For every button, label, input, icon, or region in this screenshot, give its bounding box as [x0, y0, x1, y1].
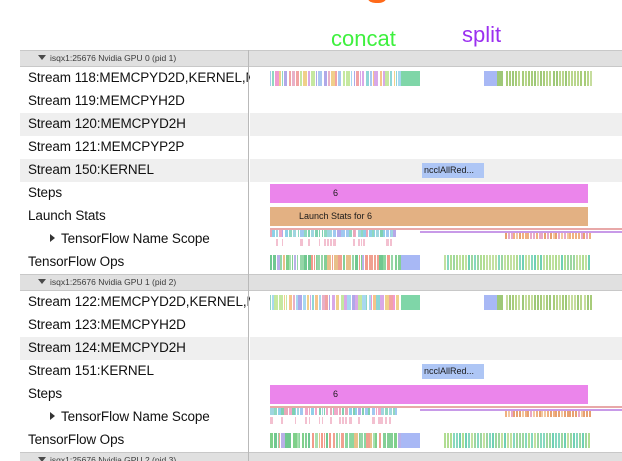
row-label-background	[20, 429, 248, 452]
expand-caret-icon[interactable]	[50, 234, 55, 242]
row-label: Launch Stats	[28, 208, 106, 223]
row-label-background	[20, 182, 248, 205]
row-label-background	[20, 113, 248, 136]
panel-divider	[248, 50, 249, 461]
group-header[interactable]: isqx1:25676 Nvidia GPU 1 (pid 2)	[20, 274, 622, 291]
expand-caret-icon[interactable]	[50, 412, 55, 420]
row-track[interactable]: ncclAllRed...	[250, 360, 622, 383]
row-label-background	[20, 67, 248, 90]
group-header-label: isqx1:25676 Nvidia GPU 1 (pid 2)	[50, 277, 177, 287]
bar-label: ncclAllRed...	[424, 165, 475, 175]
row-track[interactable]: 6	[250, 383, 622, 406]
timeline-row[interactable]: TensorFlow Name Scope	[20, 406, 622, 429]
timeline-row[interactable]: Stream 151:KERNEL ncclAllRed...	[20, 360, 622, 383]
row-track[interactable]	[250, 314, 622, 337]
timeline-row[interactable]: TensorFlow Ops	[20, 251, 622, 274]
bar-label: 6	[332, 188, 338, 198]
row-label-background	[20, 337, 248, 360]
group-header[interactable]: isqx1:25676 Nvidia GPU 2 (pid 3)	[20, 452, 622, 461]
row-label: Steps	[28, 185, 63, 200]
timeline-row[interactable]: Stream 118:MEMCPYD2D,KERNEL,ME	[20, 67, 622, 90]
group-header-label: isqx1:25676 Nvidia GPU 2 (pid 3)	[50, 455, 177, 461]
row-track[interactable]	[250, 136, 622, 159]
row-label: Stream 124:MEMCPYD2H	[28, 340, 186, 355]
timeline-row[interactable]: Steps 6	[20, 182, 622, 205]
orange-annotation-clipped	[368, 0, 386, 3]
row-label: Stream 123:MEMCPYH2D	[28, 317, 186, 332]
collapse-triangle-icon[interactable]	[38, 457, 46, 461]
timeline-row[interactable]: Stream 122:MEMCPYD2D,KERNEL,MI	[20, 291, 622, 314]
row-label: Stream 150:KERNEL	[28, 162, 154, 177]
group-header[interactable]: isqx1:25676 Nvidia GPU 0 (pid 1)	[20, 50, 622, 67]
bar-label: ncclAllRed...	[424, 366, 475, 376]
row-track[interactable]	[250, 337, 622, 360]
annotation-concat: concat	[331, 26, 396, 51]
timeline-row[interactable]: TensorFlow Ops	[20, 429, 622, 452]
row-track[interactable]	[250, 291, 622, 314]
row-label: TensorFlow Name Scope	[50, 231, 278, 246]
row-track[interactable]: ncclAllRed...	[250, 159, 622, 182]
row-label: Steps	[28, 386, 63, 401]
row-label-background	[20, 291, 248, 314]
row-label-background	[20, 136, 248, 159]
row-track[interactable]	[250, 429, 622, 452]
group-header-label: isqx1:25676 Nvidia GPU 0 (pid 1)	[50, 53, 177, 63]
bar-label: 6	[332, 389, 338, 399]
row-track[interactable]	[250, 90, 622, 113]
timeline-row[interactable]: TensorFlow Name Scope	[20, 228, 622, 251]
row-track[interactable]	[250, 251, 622, 274]
trace-viewer[interactable]: isqx1:25676 Nvidia GPU 0 (pid 1) Stream 1…	[20, 50, 622, 461]
row-label-background	[20, 90, 248, 113]
timeline-row[interactable]: Stream 121:MEMCPYP2P	[20, 136, 622, 159]
row-label-background	[20, 314, 248, 337]
row-track[interactable]	[250, 228, 622, 251]
row-label: Stream 119:MEMCPYH2D	[28, 93, 185, 108]
row-label-background	[20, 228, 248, 251]
row-label: Stream 122:MEMCPYD2D,KERNEL,MI	[28, 294, 256, 309]
row-label-background	[20, 205, 248, 228]
row-label: Stream 151:KERNEL	[28, 363, 154, 378]
row-label: Stream 118:MEMCPYD2D,KERNEL,ME	[28, 70, 256, 85]
row-track[interactable]	[250, 406, 622, 429]
row-label-background	[20, 406, 248, 429]
timeline-row[interactable]: Stream 124:MEMCPYD2H	[20, 337, 622, 360]
row-label: Stream 120:MEMCPYD2H	[28, 116, 186, 131]
timeline-row[interactable]: Stream 123:MEMCPYH2D	[20, 314, 622, 337]
bar-label: Launch Stats for 6	[298, 211, 373, 221]
row-track[interactable]	[250, 113, 622, 136]
row-label-background	[20, 251, 248, 274]
row-label: TensorFlow Name Scope	[50, 409, 278, 424]
row-label: Stream 121:MEMCPYP2P	[28, 139, 185, 154]
annotation-split: split	[462, 22, 502, 47]
row-track[interactable]: Launch Stats for 6	[250, 205, 622, 228]
timeline-row[interactable]: Stream 120:MEMCPYD2H	[20, 113, 622, 136]
timeline-row[interactable]: Launch Stats Launch Stats for 6	[20, 205, 622, 228]
collapse-triangle-icon[interactable]	[38, 55, 46, 60]
timeline-row[interactable]: Stream 119:MEMCPYH2D	[20, 90, 622, 113]
row-label: TensorFlow Ops	[28, 254, 125, 269]
row-label-background	[20, 360, 248, 383]
row-track[interactable]	[250, 67, 622, 90]
row-label-background	[20, 383, 248, 406]
timeline-row[interactable]: Steps 6	[20, 383, 622, 406]
timeline-row[interactable]: Stream 150:KERNEL ncclAllRed...	[20, 159, 622, 182]
collapse-triangle-icon[interactable]	[38, 279, 46, 284]
row-label-background	[20, 159, 248, 182]
row-track[interactable]: 6	[250, 182, 622, 205]
row-label: TensorFlow Ops	[28, 432, 125, 447]
